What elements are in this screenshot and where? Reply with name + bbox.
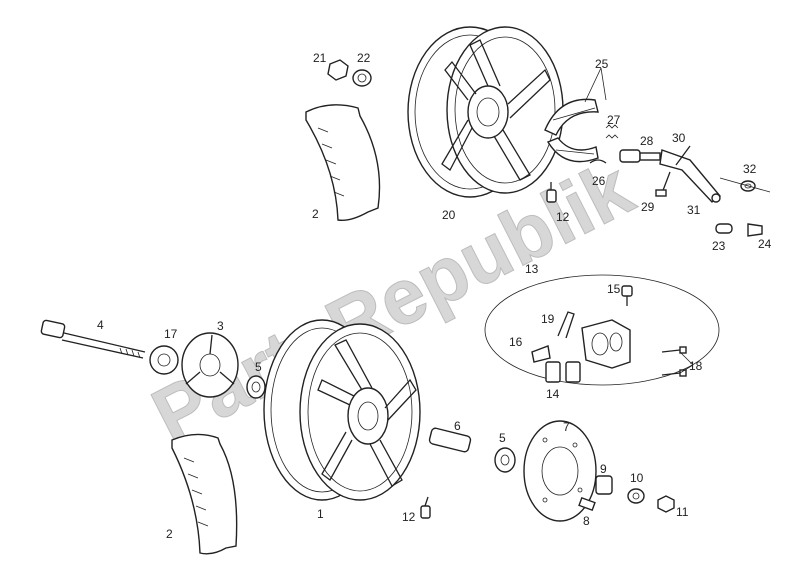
callout-5-left: 5	[255, 360, 262, 374]
callout-12-front: 12	[402, 510, 416, 524]
callout-30: 30	[672, 131, 686, 145]
bearing-left[interactable]	[246, 375, 266, 399]
callout-11: 11	[676, 505, 689, 519]
callout-15: 15	[607, 282, 621, 296]
bleed-screw-15[interactable]	[621, 285, 633, 306]
callout-21: 21	[313, 51, 327, 65]
callout-7: 7	[563, 420, 570, 434]
nut-11[interactable]	[657, 495, 675, 513]
callout-6: 6	[454, 419, 461, 433]
callout-27: 27	[607, 113, 621, 127]
front-axle[interactable]	[40, 319, 146, 359]
brake-springs[interactable]	[605, 124, 619, 139]
callout-25: 25	[595, 57, 609, 71]
bearing-right[interactable]	[494, 447, 516, 473]
valve-front[interactable]	[420, 496, 431, 519]
callout-3: 3	[217, 319, 224, 333]
front-wheel[interactable]	[263, 319, 421, 501]
callout-12-rear: 12	[556, 210, 570, 224]
brake-pads[interactable]	[545, 361, 581, 383]
callout-1: 1	[317, 507, 324, 521]
caliper-bolts[interactable]	[661, 346, 687, 377]
cap-23[interactable]	[715, 223, 733, 234]
bushing-9[interactable]	[595, 475, 613, 495]
callout-31: 31	[687, 203, 701, 217]
brake-cam[interactable]	[619, 149, 661, 163]
spring-16[interactable]	[531, 345, 551, 363]
brake-lever[interactable]	[659, 149, 722, 203]
callout-17: 17	[164, 327, 178, 341]
caliper-group-outline	[484, 274, 720, 386]
callout-4: 4	[97, 318, 104, 332]
callout-20: 20	[442, 208, 456, 222]
callout-29: 29	[641, 200, 655, 214]
callout-labels: 21 22 2 20 12 25 27 26 28 30 32 29 31 23…	[97, 51, 772, 541]
callout-13: 13	[525, 262, 539, 276]
pad-pin-19[interactable]	[557, 311, 575, 339]
spacer-6[interactable]	[428, 427, 472, 453]
callout-32: 32	[743, 162, 757, 176]
brake-disc[interactable]	[523, 420, 597, 522]
callout-23: 23	[712, 239, 726, 253]
brake-caliper[interactable]	[581, 319, 631, 369]
callout-24: 24	[758, 237, 772, 251]
callout-8: 8	[583, 514, 590, 528]
hub-cover[interactable]	[181, 332, 239, 398]
tyre-rear[interactable]	[305, 104, 381, 222]
lever-pin[interactable]	[675, 145, 691, 166]
cap-24[interactable]	[747, 223, 763, 237]
nut-21[interactable]	[327, 59, 349, 81]
valve-rear[interactable]	[546, 182, 557, 203]
lever-bolt[interactable]	[655, 171, 671, 197]
callout-5-right: 5	[499, 431, 506, 445]
callout-18: 18	[689, 359, 703, 373]
callout-2-front: 2	[166, 527, 173, 541]
callout-16: 16	[509, 335, 523, 349]
callout-22: 22	[357, 51, 371, 65]
tyre-front[interactable]	[171, 433, 238, 555]
washer-10[interactable]	[627, 488, 645, 504]
leader-lines	[584, 67, 694, 374]
callout-9: 9	[600, 462, 607, 476]
callout-10: 10	[630, 471, 644, 485]
rear-brake-shoes[interactable]	[544, 98, 599, 163]
callout-2-rear: 2	[312, 207, 319, 221]
callout-26: 26	[592, 174, 606, 188]
clip-part-26[interactable]	[589, 159, 607, 164]
washer-22[interactable]	[352, 69, 372, 87]
disc-bolt[interactable]	[578, 496, 596, 512]
callout-14: 14	[546, 387, 560, 401]
callout-28: 28	[640, 134, 654, 148]
speedo-drive[interactable]	[149, 345, 179, 375]
callout-19: 19	[541, 312, 555, 326]
rear-wheel[interactable]	[407, 26, 564, 198]
axis-line-32	[719, 177, 771, 193]
